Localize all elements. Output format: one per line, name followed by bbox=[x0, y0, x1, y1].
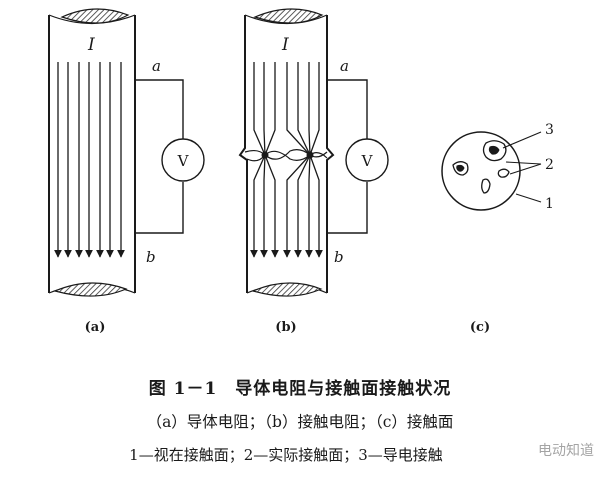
current-label-b: I bbox=[281, 35, 289, 55]
voltmeter-circuit-b bbox=[327, 79, 389, 234]
voltmeter-label-b: V bbox=[361, 152, 374, 170]
conductor-a bbox=[48, 8, 136, 297]
current-label-a: I bbox=[87, 35, 95, 55]
voltmeter-b bbox=[345, 138, 389, 182]
voltmeter-circuit-a bbox=[135, 79, 205, 234]
terminal-b-label-a: b bbox=[146, 248, 156, 266]
panel-label-a: (a) bbox=[85, 320, 106, 335]
watermark: 电动知道 bbox=[538, 443, 594, 459]
contact-interface bbox=[244, 149, 328, 160]
current-lines-b bbox=[250, 62, 323, 258]
figure-title: 图 1－1 导体电阻与接触面接触状况 bbox=[148, 379, 452, 399]
actual-contact-region-3 bbox=[497, 168, 510, 178]
current-lines-a bbox=[54, 62, 125, 258]
top-hatch-b bbox=[253, 8, 324, 24]
voltmeter-a bbox=[161, 138, 205, 182]
leader-lines-c bbox=[502, 131, 542, 203]
conductive-contact-spot-2 bbox=[456, 164, 465, 172]
bottom-hatch-a bbox=[53, 282, 128, 297]
figure-subtitle: （a）导体电阻；（b）接触电阻；（c）接触面 bbox=[146, 413, 454, 431]
panel-label-c: (c) bbox=[470, 320, 490, 335]
callout-3: 3 bbox=[545, 122, 554, 138]
callout-2: 2 bbox=[545, 157, 554, 173]
voltmeter-label-a: V bbox=[177, 152, 190, 170]
callout-1: 1 bbox=[545, 196, 554, 212]
actual-contact-region-2 bbox=[452, 161, 469, 176]
panel-c bbox=[441, 131, 542, 211]
bottom-hatch-b bbox=[251, 282, 323, 297]
terminal-a-label-b: a bbox=[340, 57, 349, 75]
top-hatch-a bbox=[60, 8, 130, 24]
panel-a bbox=[48, 8, 205, 297]
actual-contact-region-4 bbox=[481, 178, 491, 194]
panel-b bbox=[238, 8, 389, 297]
panel-label-b: (b) bbox=[275, 320, 296, 335]
actual-contact-region-1 bbox=[482, 140, 507, 162]
terminal-a-label-a: a bbox=[152, 57, 161, 75]
conductive-contact-spot-1 bbox=[488, 145, 500, 155]
figure-legend: 1—视在接触面；2—实际接触面；3—导电接触 bbox=[129, 446, 443, 464]
conductor-b bbox=[238, 8, 335, 297]
terminal-b-label-b: b bbox=[334, 248, 344, 266]
